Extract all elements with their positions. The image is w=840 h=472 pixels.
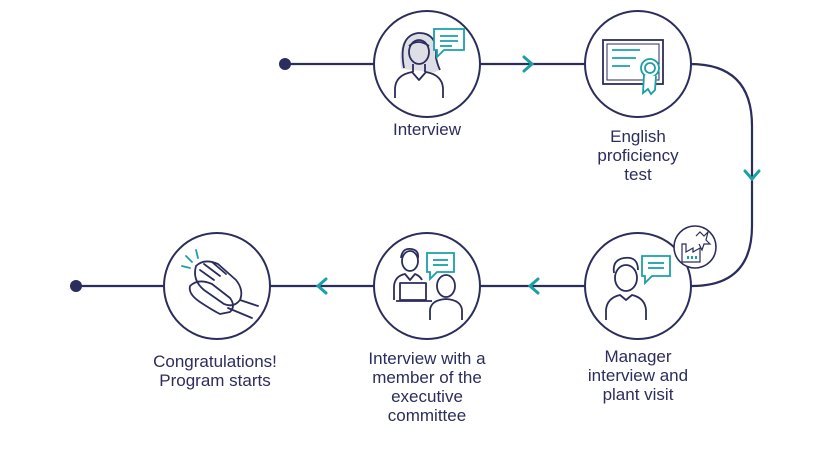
arrow-left-icon [315,277,328,295]
end-dot [70,280,82,292]
step-english-node [584,10,692,118]
step-label-manager: Manager interview and plant visit [587,347,689,404]
step-label-english: English proficiency test [597,127,679,184]
factory-badge [673,225,717,269]
man-icon [605,256,647,320]
certificate-icon [602,39,664,96]
laptop-meeting-icon [393,248,463,320]
clapping-hands-icon [188,260,259,319]
start-dot [279,58,291,70]
arrow-left-icon [527,277,540,295]
step-label-executive: Interview with a member of the executive… [368,349,486,425]
speech-bubble-icon [433,28,465,60]
factory-icon [681,230,712,263]
speech-bubble-icon [641,255,671,286]
step-label-congrats: Congratulations! Program starts [153,352,277,390]
arrow-down-icon [743,169,761,182]
step-executive-node [373,232,481,340]
process-connector-line [75,62,754,288]
woman-icon [394,32,444,98]
clap-burst-icon [181,249,199,269]
step-label-interview: Interview [392,120,462,139]
step-congrats-node [163,232,271,340]
arrow-right-icon [522,55,535,73]
step-manager-node [584,232,692,340]
speech-bubble-icon [426,252,455,282]
step-interview-node [373,10,481,118]
